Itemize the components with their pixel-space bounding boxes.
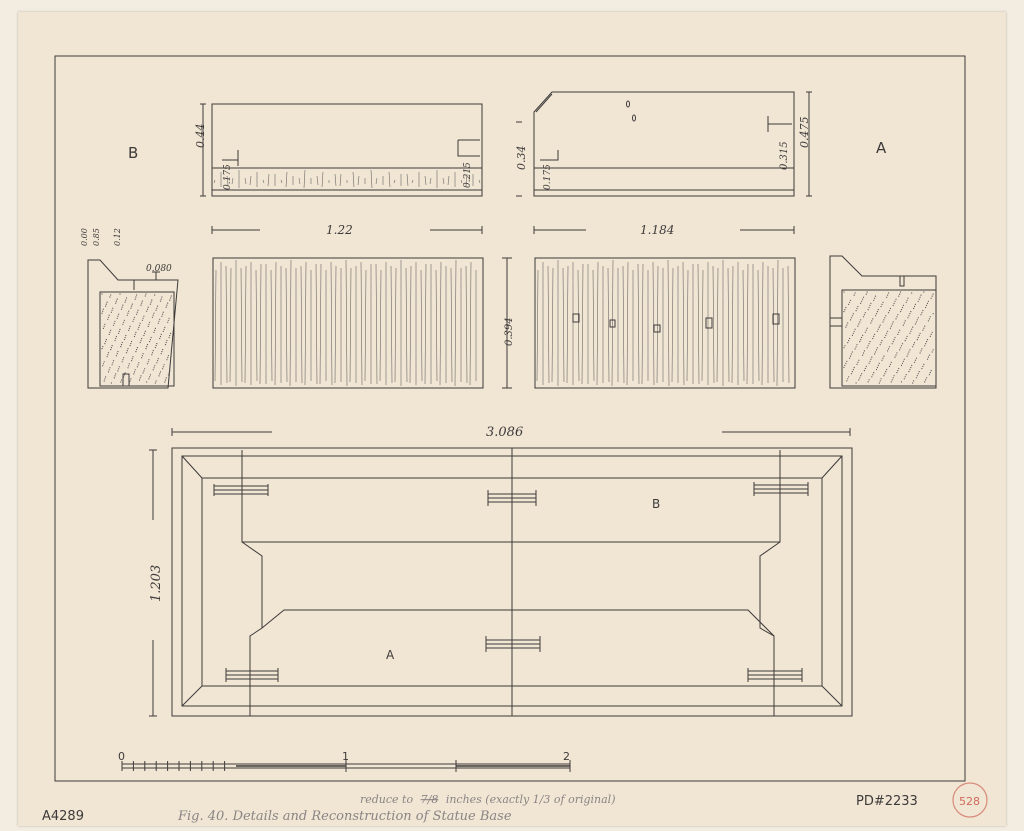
clamp-icon (213, 484, 269, 496)
note-rest: inches (exactly 1/3 of original) (446, 793, 616, 806)
dim-b-height: 0.44 (194, 124, 207, 149)
view-label-b: B (128, 144, 138, 162)
scale-label-2: 2 (563, 750, 570, 763)
scale-bar (121, 760, 571, 772)
plate-number: PD#2233 (856, 794, 918, 809)
registration-stamp: 528 (952, 782, 988, 818)
section-a (829, 255, 937, 389)
stamp-number: 528 (959, 795, 980, 808)
front-height-dimension (502, 257, 512, 389)
clamp-icon (753, 482, 809, 496)
elevation-a (516, 91, 812, 197)
clamp-icon (487, 490, 537, 506)
dim-section-top: 0.00 (80, 228, 89, 246)
scale-label-1: 1 (342, 750, 349, 763)
dim-a-mid: 0.315 (779, 141, 790, 170)
dim-b-right: 0.215 (463, 162, 473, 188)
dim-plan-width: 1.203 (149, 565, 164, 602)
dim-section-mid: 0.85 (92, 228, 101, 246)
dim-a-height: 0.475 (798, 117, 811, 149)
dim-plan-length: 3.086 (486, 425, 523, 440)
dim-b-lower: 0.175 (223, 164, 233, 190)
clamp-icon (485, 636, 541, 652)
dim-a-left: 0.34 (515, 146, 528, 171)
plan-label-b: B (652, 497, 660, 511)
clamp-icon (225, 668, 279, 682)
figure-caption: Fig. 40. Details and Reconstruction of S… (177, 809, 512, 824)
catalog-number: A4289 (42, 809, 84, 824)
dim-front-height: 0.394 (504, 317, 515, 346)
view-label-a: A (876, 139, 887, 157)
dim-b-length: 1.22 (326, 223, 353, 237)
plan-label-a: A (386, 648, 395, 662)
reduction-note: reduce to 7/8 inches (exactly 1/3 of ori… (360, 793, 616, 806)
scale-label-0: 0 (118, 750, 125, 763)
front-a (534, 257, 796, 389)
elevation-b (200, 103, 483, 197)
dim-section-width: 0.080 (146, 264, 172, 274)
note-struck: 7/8 (421, 793, 439, 806)
length-dimensions (211, 226, 795, 234)
front-b (212, 257, 484, 389)
clamp-icon (747, 668, 803, 682)
drawing-border (54, 55, 966, 782)
dim-a-length: 1.184 (640, 223, 674, 237)
section-b (87, 259, 179, 389)
dim-section-low: 0.12 (113, 228, 122, 246)
note-prefix: reduce to (360, 793, 413, 806)
dim-a-lower: 0.175 (543, 164, 553, 190)
plan-view (149, 428, 853, 717)
